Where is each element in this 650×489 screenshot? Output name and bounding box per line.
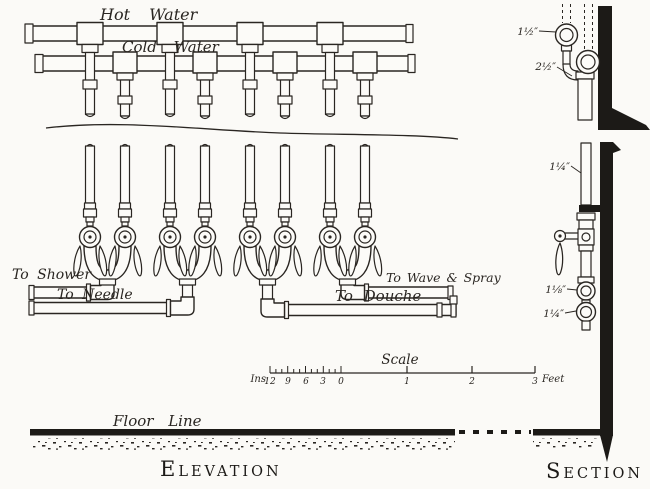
scale-title: Scale [381, 352, 418, 368]
elevation-title: ELEVATION [160, 457, 282, 481]
douche-elbow [260, 298, 290, 320]
douche-pipe-coupling [436, 302, 443, 318]
mixer-cluster-needle [152, 145, 223, 286]
mixer-cluster-douche [232, 145, 303, 286]
douche-pipe-cap [450, 302, 457, 318]
section-wall-upper [598, 6, 650, 130]
valve-upper-size: 1⅛″ [545, 284, 566, 296]
cold-riser [192, 51, 218, 120]
shower-pipe-cap [28, 284, 35, 301]
cold-riser [112, 51, 138, 120]
needle-elbow [165, 296, 195, 318]
floor-hatch [32, 438, 455, 450]
to-shower-label: To Shower [12, 267, 92, 283]
section-wall-lower [600, 142, 613, 436]
mixer-cluster-wave-spray [312, 145, 383, 286]
needle-pipe-cap [28, 300, 35, 316]
hot-main-size: 1½″ [517, 26, 538, 38]
scale-tick: 2 [468, 377, 475, 387]
section-valve-upper-bore [580, 285, 592, 297]
scale-tick: 3 [532, 377, 538, 387]
mixer-cluster-shower [72, 145, 143, 286]
riser-size: 1¼″ [549, 161, 570, 173]
section-valve-wheel-dot [558, 234, 562, 238]
leader-line [570, 165, 582, 174]
leader-line [538, 30, 557, 33]
section-dashed-pipe [562, 4, 571, 23]
floor-hatch-right [533, 438, 597, 448]
section-title: SECTION [546, 459, 643, 483]
hot-main-end-cap [405, 23, 414, 44]
section-wall-bracket [579, 205, 611, 212]
to-needle-label: To Needle [57, 287, 133, 303]
scale-tick: 6 [303, 377, 309, 387]
scale-tick: 3 [320, 377, 326, 387]
valve-lower-size: 1¼″ [543, 308, 564, 320]
section-elbow [562, 63, 579, 81]
leader-line [556, 66, 573, 77]
douche-pipe [283, 303, 457, 317]
section-union [576, 212, 596, 221]
needle-pipe [29, 301, 172, 315]
scale-tick: 12 [264, 377, 276, 387]
scale-inch-ticks [269, 366, 342, 373]
to-douche-label: To Douche [335, 287, 421, 305]
section-dashed-pipe [584, 4, 593, 51]
cold-main-end-cap [34, 53, 44, 74]
scale-tick: 0 [338, 377, 344, 387]
cold-main-section-bore [580, 54, 596, 70]
hot-water-label: Hot Water [99, 5, 199, 24]
section-union [578, 219, 594, 230]
section-riser [580, 250, 592, 278]
section-riser [580, 142, 592, 206]
cold-water-label: Cold Water [122, 38, 220, 56]
scale-ins-unit: Ins [249, 374, 266, 385]
leader-line [564, 310, 577, 314]
floor-line-label: Floor Line [112, 412, 202, 430]
hot-main-end-cap [24, 23, 34, 44]
section-riser-end [581, 320, 591, 331]
section-wall-nub [613, 142, 621, 153]
section-stub-pipe [562, 50, 571, 66]
cold-main-end-cap [407, 53, 416, 74]
cold-riser [352, 51, 378, 120]
section-valve-lower-bore [579, 305, 593, 319]
floor-line-bar-right [533, 429, 602, 436]
scale-bar: Scale Ins 12 9 6 3 0 1 2 3 Feet [249, 352, 565, 387]
ceiling-line [45, 123, 459, 140]
cold-main-size: 2½″ [534, 61, 556, 73]
section-down-pipe [577, 78, 593, 121]
floor-line-bar [30, 429, 455, 436]
section-valve-bonnet [581, 232, 591, 242]
scale-tick: 1 [404, 377, 410, 387]
cold-riser [272, 51, 298, 120]
wave-spray-drop-nipple [449, 295, 458, 305]
hot-main-section-bore [559, 27, 574, 43]
to-wave-spray-label: To Wave & Spray [386, 270, 502, 285]
section-wall-footing [600, 435, 613, 462]
section-collar [578, 244, 594, 252]
scale-feet-unit: Feet [541, 374, 565, 385]
leader-line [566, 288, 578, 291]
scale-feet-ticks [406, 366, 536, 373]
scale-tick: 9 [285, 377, 291, 387]
section-valve-handle [554, 242, 565, 276]
